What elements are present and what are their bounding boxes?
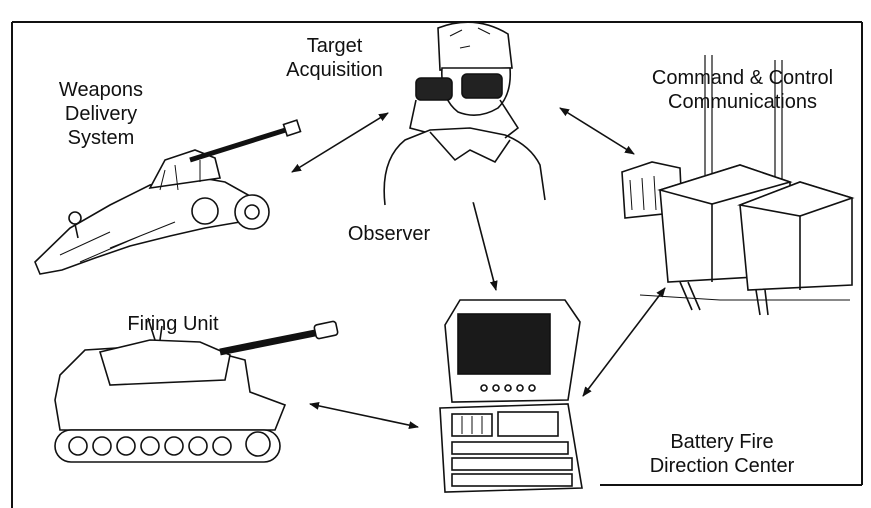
command-control-line-2: Communications bbox=[668, 91, 817, 113]
weapons-delivery-line-3: System bbox=[67, 127, 135, 149]
target-acquisition-label: Target Acquisition bbox=[262, 34, 407, 82]
arrow-weapons-observer bbox=[291, 112, 389, 173]
weapons-delivery-line-2: Delivery bbox=[64, 103, 138, 125]
command-control-line-1: Command & Control bbox=[651, 67, 834, 89]
battery-fire-direction-label: Battery Fire Direction Center bbox=[632, 430, 812, 478]
target-acquisition-line-2: Acquisition bbox=[286, 59, 383, 81]
communications-shelter-icon bbox=[621, 55, 855, 316]
arrow-observer-command bbox=[559, 107, 635, 155]
observer-label: Observer bbox=[334, 222, 444, 246]
fire-direction-computer-icon bbox=[439, 299, 583, 493]
target-acquisition-line-1: Target bbox=[306, 35, 363, 57]
battery-fire-direction-line-2: Direction Center bbox=[649, 455, 795, 477]
arrow-firing-battery bbox=[309, 401, 419, 430]
diagram-border bbox=[11, 21, 863, 508]
observer-text: Observer bbox=[347, 223, 431, 245]
observer-binoculars-icon bbox=[383, 21, 546, 206]
weapons-delivery-line-1: Weapons bbox=[58, 79, 144, 101]
firing-unit-label: Firing Unit bbox=[108, 312, 238, 336]
self-propelled-howitzer-icon bbox=[54, 317, 339, 463]
towed-howitzer-icon bbox=[34, 119, 302, 275]
battery-fire-direction-line-1: Battery Fire bbox=[670, 431, 774, 453]
arrow-command-battery bbox=[582, 287, 666, 397]
command-control-label: Command & Control Communications bbox=[630, 66, 855, 114]
firing-unit-text: Firing Unit bbox=[127, 313, 219, 335]
weapons-delivery-label: Weapons Delivery System bbox=[36, 78, 166, 150]
arrow-observer-battery bbox=[468, 189, 498, 291]
connection-arrows bbox=[291, 107, 666, 430]
